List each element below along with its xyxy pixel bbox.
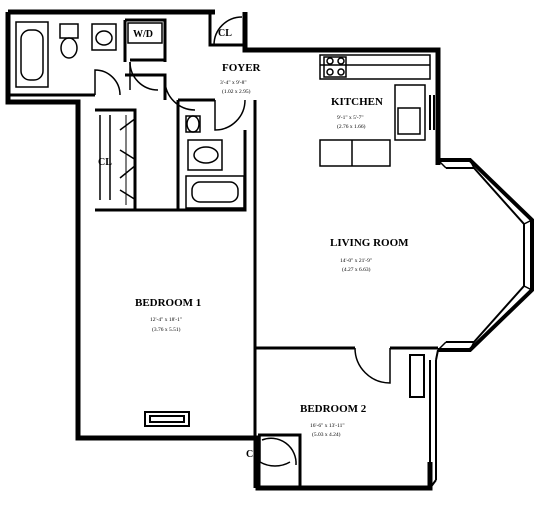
bathtub-second bbox=[185, 175, 245, 209]
closet-label-left: CL bbox=[98, 157, 112, 168]
radiator-bedroom-2 bbox=[409, 354, 425, 398]
bedroom-2-dim-m: (5.03 x 4.24) bbox=[312, 431, 341, 438]
bedroom-2-dim-ft: 16'-6" x 13'-11" bbox=[310, 423, 345, 429]
bedroom-1-dim-ft: 12'-4" x 18'-1" bbox=[150, 317, 182, 323]
closet-shelves bbox=[125, 115, 301, 485]
closet-label-top: CL bbox=[218, 28, 232, 39]
toilet-top bbox=[59, 23, 79, 59]
kitchen-counters bbox=[319, 54, 431, 167]
living-room-dim-m: (4.27 x 6.63) bbox=[342, 266, 371, 273]
foyer-label: FOYER bbox=[222, 62, 262, 74]
bay-window bbox=[437, 158, 534, 352]
kitchen-label: KITCHEN bbox=[331, 96, 383, 108]
sink-top bbox=[91, 23, 117, 51]
living-room-dim-ft: 14'-0" x 21'-9" bbox=[340, 258, 372, 264]
living-room-label: LIVING ROOM bbox=[330, 237, 409, 249]
interior-walls bbox=[10, 12, 438, 488]
washer-dryer-label: W/D bbox=[133, 29, 153, 40]
window-strips bbox=[429, 95, 439, 489]
kitchen-dim-m: (2.76 x 1.66) bbox=[337, 123, 366, 130]
sink-second bbox=[187, 139, 223, 171]
bedroom-1-dim-m: (3.76 x 5.51) bbox=[152, 326, 181, 333]
radiator-bedroom-1 bbox=[144, 411, 190, 427]
bedroom-2-label: BEDROOM 2 bbox=[300, 403, 367, 415]
exterior-walls bbox=[5, 9, 441, 491]
closet-label-bottom: CL bbox=[246, 449, 260, 460]
bedroom-1-label: BEDROOM 1 bbox=[135, 297, 201, 309]
washer-dryer-box bbox=[127, 22, 163, 44]
kitchen-dim-ft: 9'-1" x 5'-7" bbox=[337, 115, 364, 121]
foyer-dim-m: (1.02 x 2.95) bbox=[222, 88, 251, 95]
toilet-second bbox=[185, 115, 201, 133]
labels: W/D CL CL CL FOYER 3'-4" x 9'-8" (1.02 x… bbox=[98, 28, 409, 460]
doors bbox=[94, 16, 391, 467]
foyer-dim-ft: 3'-4" x 9'-8" bbox=[220, 80, 247, 86]
bathtub-top bbox=[15, 21, 49, 88]
